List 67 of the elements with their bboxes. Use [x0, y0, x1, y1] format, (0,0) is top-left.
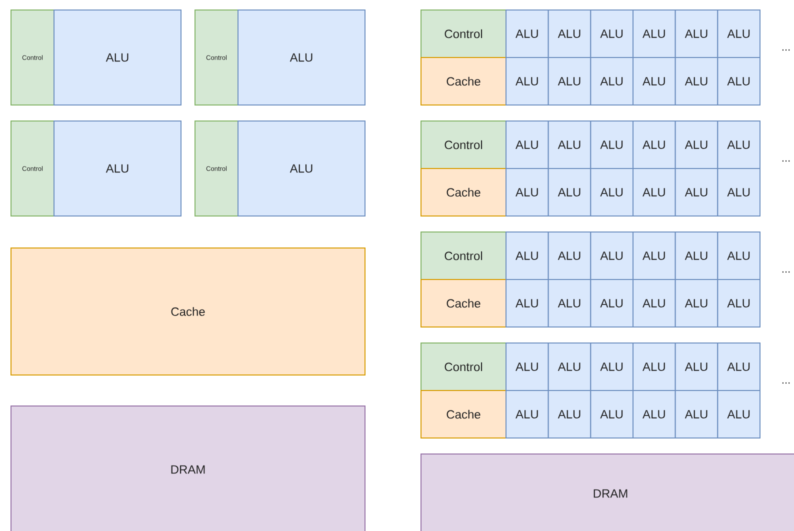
alu-block: ALU	[506, 390, 549, 438]
control-block: Control	[420, 232, 506, 280]
alu-block: ALU	[506, 232, 549, 280]
cache-block: Cache	[420, 57, 506, 106]
alu-block: ALU	[717, 10, 760, 58]
alu-block: ALU	[590, 390, 634, 438]
alu-block: ALU	[674, 57, 718, 106]
alu-block: ALU	[590, 168, 634, 216]
control-block: Control	[420, 120, 506, 169]
cache-block: Cache	[420, 390, 506, 438]
alu-block: ALU	[717, 342, 760, 391]
alu-block: ALU	[506, 168, 549, 216]
alu-block: ALU	[717, 120, 760, 169]
ellipsis-label: ...	[782, 382, 790, 384]
alu-block: ALU	[674, 120, 718, 169]
alu-block: ALU	[548, 57, 592, 106]
ellipsis-label: ...	[782, 160, 790, 162]
alu-block: ALU	[632, 279, 676, 328]
alu-block: ALU	[548, 342, 592, 391]
alu-block: ALU	[632, 120, 676, 169]
alu-block: ALU	[548, 232, 592, 280]
alu-block: ALU	[717, 232, 760, 280]
dram-block: DRAM	[420, 454, 794, 531]
alu-block: ALU	[506, 120, 549, 169]
alu-block: ALU	[632, 232, 676, 280]
alu-block: ALU	[590, 120, 634, 169]
alu-block: ALU	[632, 57, 676, 106]
alu-block: ALU	[548, 168, 592, 216]
alu-block: ALU	[54, 120, 182, 216]
alu-block: ALU	[717, 279, 760, 328]
alu-block: ALU	[632, 10, 676, 58]
alu-block: ALU	[54, 10, 182, 106]
alu-block: ALU	[717, 57, 760, 106]
alu-block: ALU	[674, 390, 718, 438]
alu-block: ALU	[590, 57, 634, 106]
alu-block: ALU	[548, 120, 592, 169]
alu-block: ALU	[548, 279, 592, 328]
alu-block: ALU	[590, 10, 634, 58]
alu-block: ALU	[506, 342, 549, 391]
alu-block: ALU	[632, 168, 676, 216]
alu-block: ALU	[632, 390, 676, 438]
alu-block: ALU	[717, 168, 760, 216]
control-block: Control	[420, 342, 506, 391]
alu-block: ALU	[506, 279, 549, 328]
alu-block: ALU	[674, 168, 718, 216]
alu-block: ALU	[590, 232, 634, 280]
alu-block: ALU	[674, 342, 718, 391]
alu-block: ALU	[632, 342, 676, 391]
cache-block: Cache	[420, 168, 506, 216]
alu-block: ALU	[506, 57, 549, 106]
cache-block: Cache	[420, 279, 506, 328]
cache-block: Cache	[10, 248, 366, 376]
alu-block: ALU	[674, 279, 718, 328]
ellipsis-label: ...	[782, 271, 790, 273]
dram-block: DRAM	[10, 406, 366, 531]
alu-block: ALU	[238, 120, 366, 216]
alu-block: ALU	[548, 390, 592, 438]
ellipsis-label: ...	[782, 49, 790, 51]
alu-block: ALU	[238, 10, 366, 106]
alu-block: ALU	[717, 390, 760, 438]
alu-block: ALU	[590, 279, 634, 328]
control-block: Control	[420, 10, 506, 58]
alu-block: ALU	[506, 10, 549, 58]
alu-block: ALU	[674, 232, 718, 280]
alu-block: ALU	[548, 10, 592, 58]
alu-block: ALU	[590, 342, 634, 391]
alu-block: ALU	[674, 10, 718, 58]
